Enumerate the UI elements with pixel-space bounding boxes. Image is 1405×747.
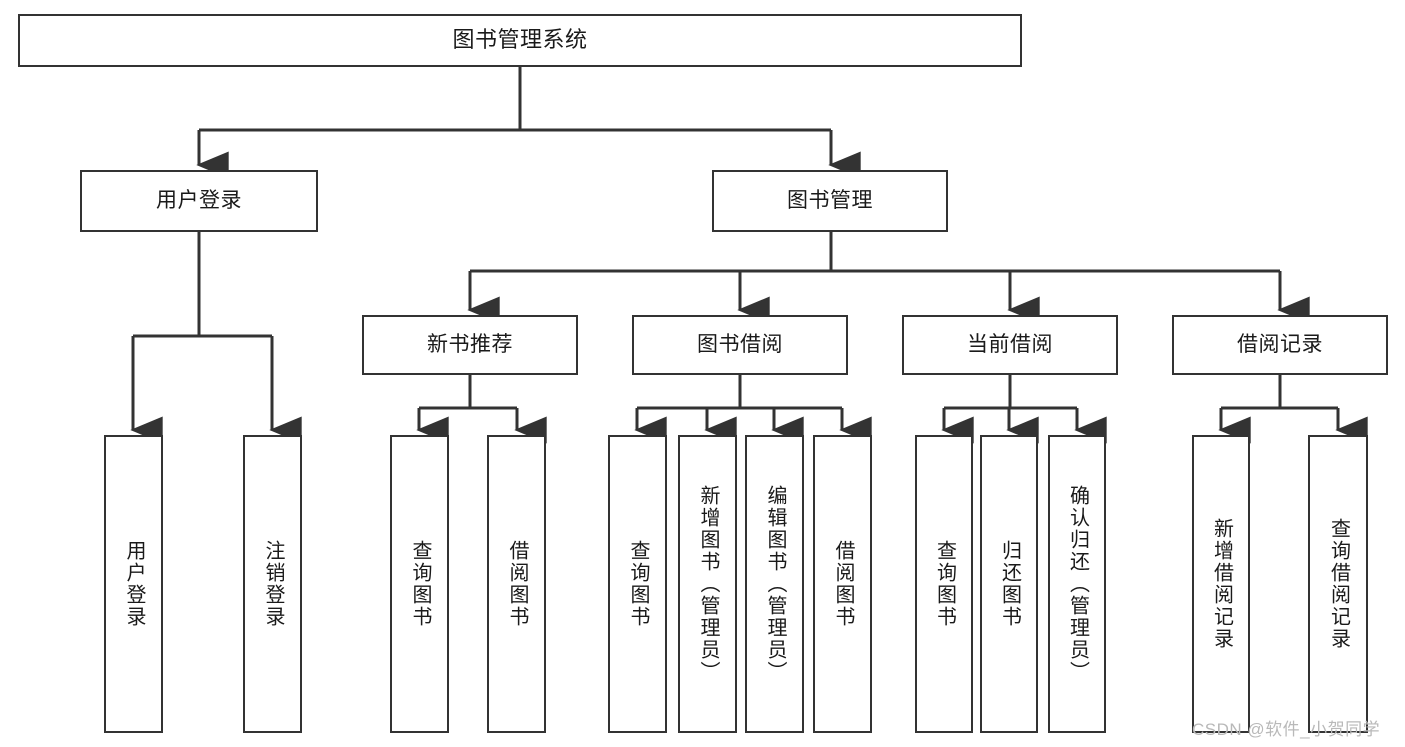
node-root-label: 图书管理系统 (452, 27, 588, 53)
node-leaf-query-book-borrow-label: 查询图书 (627, 540, 649, 628)
node-leaf-query-book-recommend-label: 查询图书 (409, 540, 431, 628)
node-leaf-borrow-book-recommend[interactable]: 借阅图书 (487, 435, 546, 733)
node-borrow-record-label: 借阅记录 (1237, 333, 1323, 357)
node-book-management[interactable]: 图书管理 (712, 170, 948, 232)
node-leaf-confirm-return-admin-label: 确认归还（管理员） (1066, 485, 1089, 683)
watermark-text: CSDN @软件_小贺同学 (1192, 720, 1381, 739)
node-leaf-edit-book-admin[interactable]: 编辑图书（管理员） (745, 435, 804, 733)
node-new-book-recommend-label: 新书推荐 (427, 333, 513, 357)
node-leaf-query-book-recommend[interactable]: 查询图书 (390, 435, 449, 733)
node-book-management-label: 图书管理 (787, 189, 873, 213)
node-leaf-query-borrow-record-label: 查询借阅记录 (1327, 518, 1350, 650)
node-leaf-add-borrow-record-label: 新增借阅记录 (1210, 518, 1233, 650)
node-current-borrow[interactable]: 当前借阅 (902, 315, 1118, 375)
node-leaf-confirm-return-admin[interactable]: 确认归还（管理员） (1048, 435, 1106, 733)
node-current-borrow-label: 当前借阅 (967, 333, 1053, 357)
node-leaf-logout-login-label: 注销登录 (262, 540, 284, 628)
node-leaf-add-borrow-record[interactable]: 新增借阅记录 (1192, 435, 1250, 733)
node-user-login[interactable]: 用户登录 (80, 170, 318, 232)
node-new-book-recommend[interactable]: 新书推荐 (362, 315, 578, 375)
node-user-login-label: 用户登录 (156, 189, 242, 213)
node-leaf-return-book[interactable]: 归还图书 (980, 435, 1038, 733)
node-leaf-borrow-book[interactable]: 借阅图书 (813, 435, 872, 733)
node-leaf-return-book-label: 归还图书 (998, 540, 1021, 628)
node-leaf-borrow-book-label: 借阅图书 (832, 540, 854, 628)
node-leaf-query-borrow-record[interactable]: 查询借阅记录 (1308, 435, 1368, 733)
node-leaf-user-login-label: 用户登录 (123, 540, 145, 628)
node-leaf-query-book-borrow[interactable]: 查询图书 (608, 435, 667, 733)
node-leaf-user-login[interactable]: 用户登录 (104, 435, 163, 733)
node-leaf-query-book-current[interactable]: 查询图书 (915, 435, 973, 733)
node-book-borrow[interactable]: 图书借阅 (632, 315, 848, 375)
node-book-borrow-label: 图书借阅 (697, 333, 783, 357)
node-leaf-query-book-current-label: 查询图书 (933, 540, 956, 628)
node-leaf-add-book-admin-label: 新增图书（管理员） (697, 485, 719, 683)
node-leaf-logout-login[interactable]: 注销登录 (243, 435, 302, 733)
node-leaf-edit-book-admin-label: 编辑图书（管理员） (764, 485, 786, 683)
node-leaf-borrow-book-recommend-label: 借阅图书 (506, 540, 528, 628)
node-root[interactable]: 图书管理系统 (18, 14, 1022, 67)
node-borrow-record[interactable]: 借阅记录 (1172, 315, 1388, 375)
node-leaf-add-book-admin[interactable]: 新增图书（管理员） (678, 435, 737, 733)
